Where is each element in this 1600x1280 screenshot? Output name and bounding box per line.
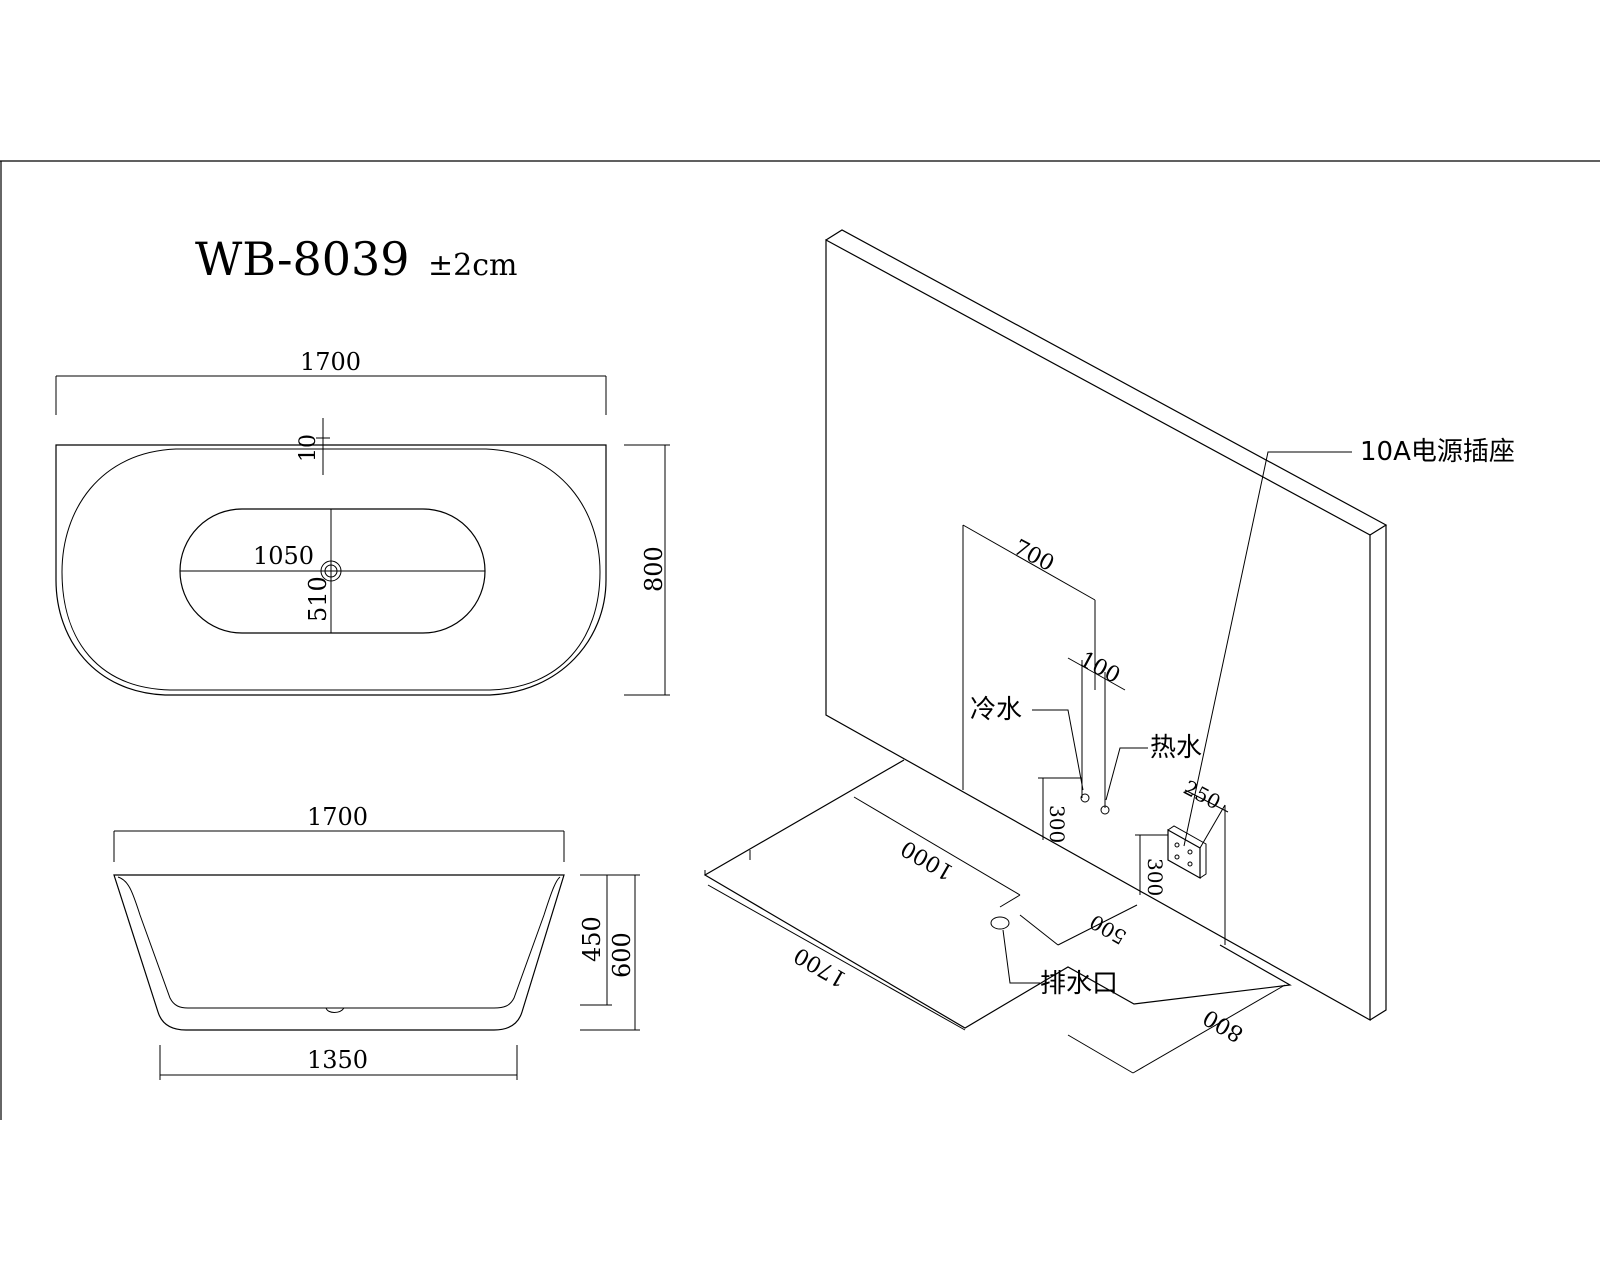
model-title: WB-8039 [195,232,410,286]
dim-100-label: 100 [1075,647,1124,689]
side-view: 1700 1350 450 600 [113,803,640,1080]
height-label: 600 [608,932,636,978]
inner-length-label: 1050 [253,542,314,570]
tolerance-label: ±2cm [428,248,517,283]
rim-offset-label: 10 [296,434,321,462]
dim-300-socket-label: 300 [1143,858,1167,896]
socket-label: 10A电源插座 [1360,437,1515,467]
top-length-label: 1700 [300,348,361,376]
dim-1700-label: 1700 [790,942,851,992]
frame-border [0,160,1600,1120]
cold-water-label: 冷水 [970,695,1022,725]
dim-300-pipe-label: 300 [1045,805,1069,843]
side-length-top-label: 1700 [307,803,368,831]
side-length-bottom-label: 1350 [307,1046,368,1074]
inner-height-label: 450 [578,916,606,962]
inner-width-label: 510 [304,576,332,622]
install-view: 700 100 冷水 热水 300 250 300 10A电源 [703,229,1515,1074]
hot-water-label: 热水 [1150,733,1202,763]
dim-700-label: 700 [1009,535,1058,577]
drain-label: 排水口 [1040,969,1118,999]
dim-500-label: 500 [1085,910,1130,950]
top-view: 1700 1050 510 10 800 [55,348,670,696]
dim-250-label: 250 [1180,775,1225,814]
dim-1000-label: 1000 [897,835,958,885]
top-width-label: 800 [640,546,668,592]
